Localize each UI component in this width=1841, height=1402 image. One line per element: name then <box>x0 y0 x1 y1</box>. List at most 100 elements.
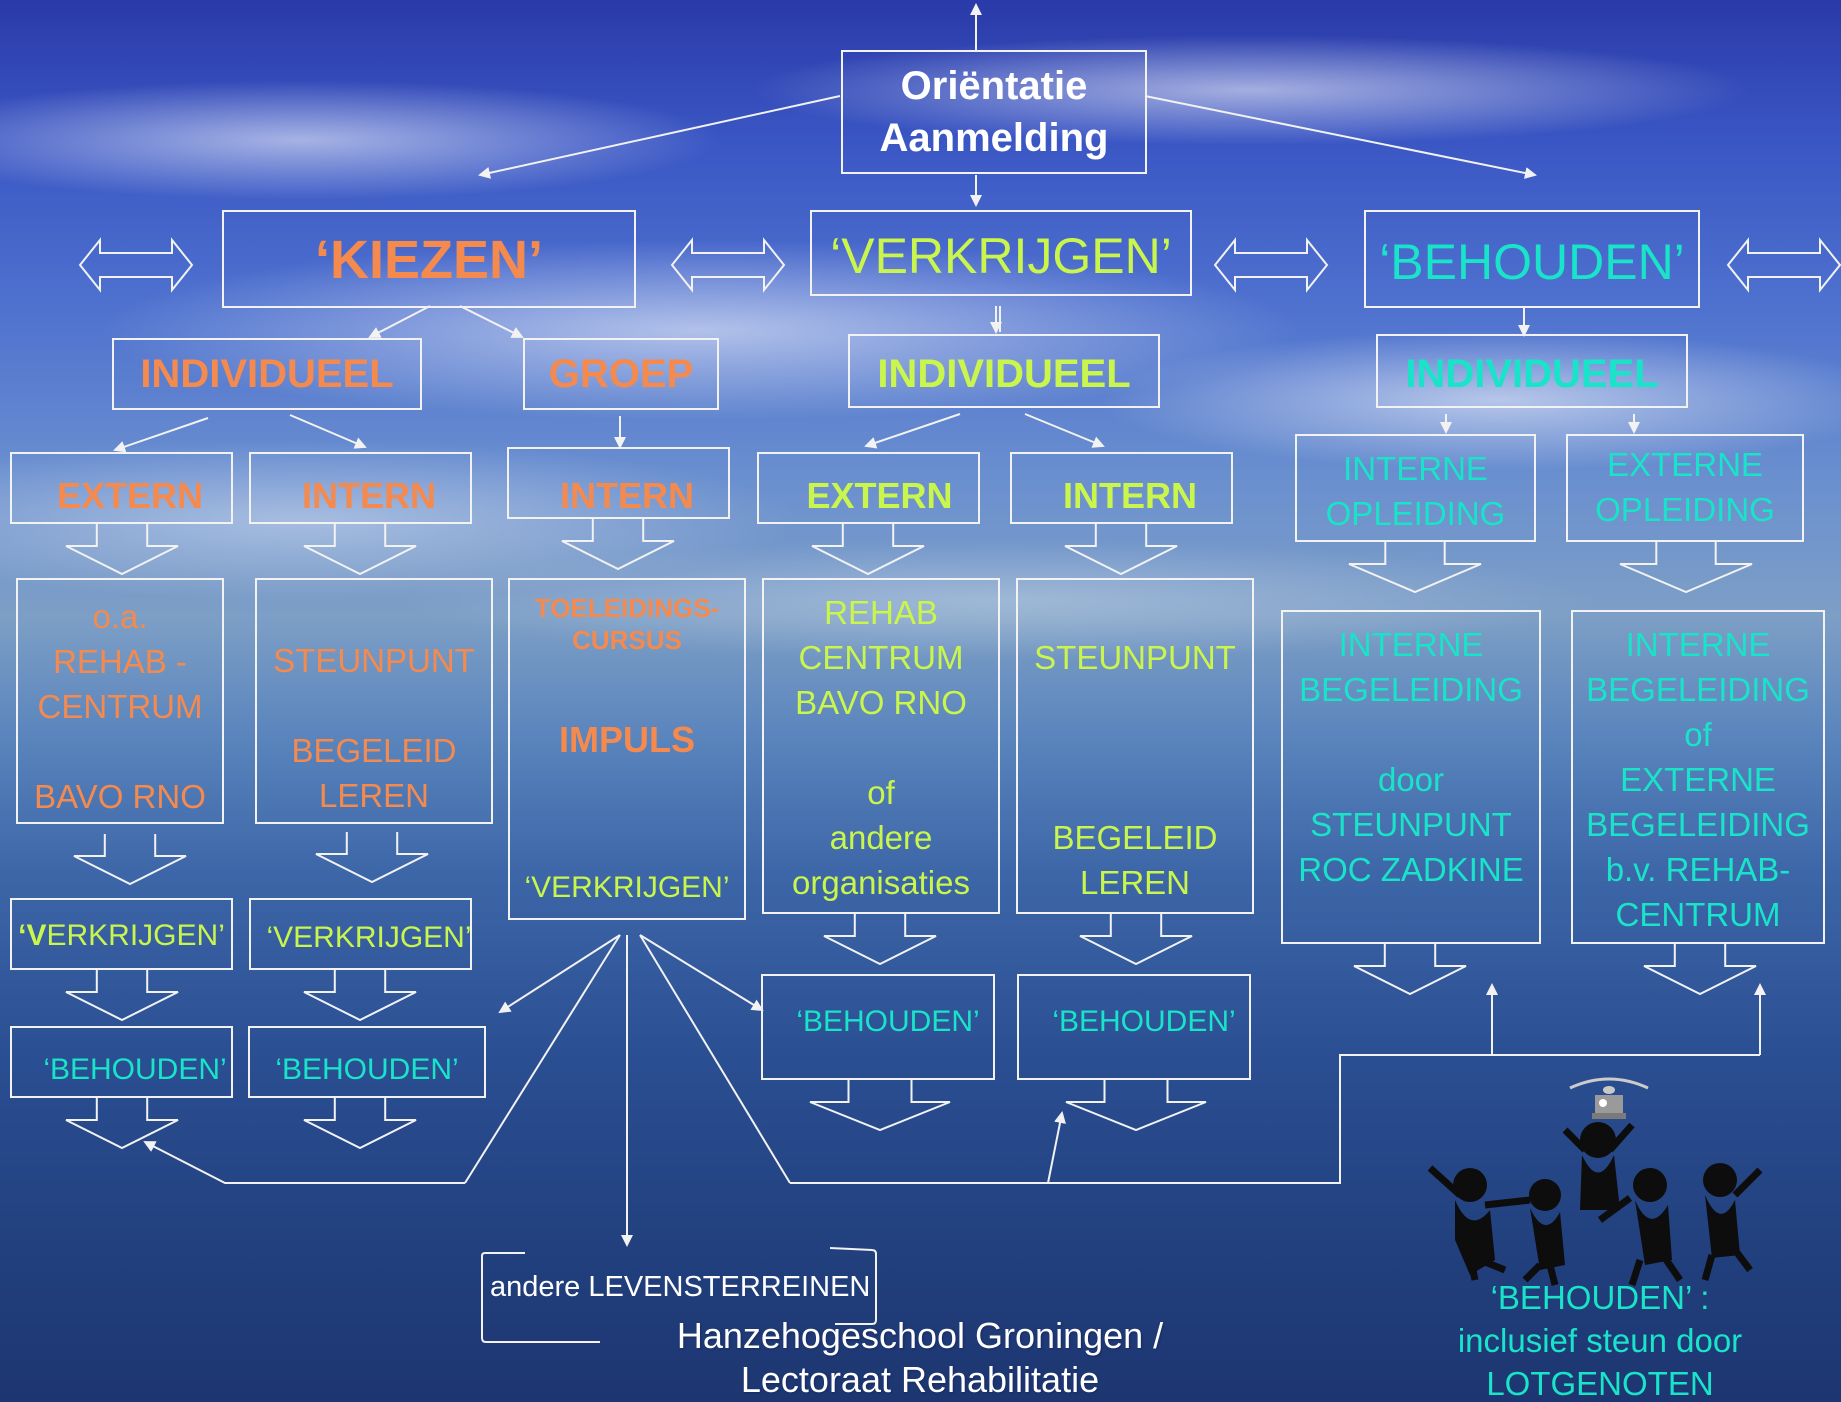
block-down-arrow <box>1079 914 1193 966</box>
line-interne: INTERNE <box>1625 626 1771 663</box>
verkrijgen-intern-label: INTERN <box>1063 475 1197 516</box>
line-roc-zadkine: ROC ZADKINE <box>1298 851 1524 888</box>
line-behouden: ‘BEHOUDEN’ : <box>1490 1279 1710 1316</box>
levensterreinen-main: LEVENSTERREINEN <box>588 1271 871 1303</box>
verkrijgen-behouden1-box <box>761 974 995 1080</box>
steunpunt-box <box>255 578 493 824</box>
rehab-centrum-text: o.a. REHAB - CENTRUM BAVO RNO <box>16 594 224 819</box>
aanmelding-label: Aanmelding <box>879 116 1109 160</box>
line-door: door <box>1377 761 1445 798</box>
verkrijgen-intern-box <box>1010 452 1233 524</box>
block-down-arrow <box>1065 1080 1207 1132</box>
line-bavo: BAVO RNO <box>34 778 206 815</box>
verkrijgen-extern-label: EXTERN <box>806 475 953 516</box>
kiezen-verkrijgen1-label: ‘VERKRIJGEN’ <box>10 918 233 954</box>
kiezen-intern-box <box>249 452 472 524</box>
line-begeleiding: BEGELEIDING <box>1299 671 1523 708</box>
rehab-centrum-box <box>16 578 224 824</box>
behouden-individueel-box <box>1376 334 1688 408</box>
line-opleiding: OPLEIDING <box>1595 491 1775 528</box>
kiezen-verkrijgen1-box <box>10 898 233 970</box>
block-down-arrow <box>73 834 187 886</box>
externe-begeleiding-text: INTERNE BEGELEIDING of EXTERNE BEGELEIDI… <box>1571 622 1825 937</box>
verkrijgen-box <box>810 210 1192 296</box>
rehab-bavo-box <box>762 578 1000 914</box>
line-lotgenoten: LOTGENOTEN <box>1486 1365 1714 1402</box>
rehab-bavo-text: REHAB CENTRUM BAVO RNO of andere organis… <box>762 590 1000 905</box>
steunpunt-text: STEUNPUNT BEGELEID LEREN <box>255 638 493 818</box>
kiezen-box <box>222 210 636 308</box>
block-down-arrow <box>561 519 675 571</box>
line-begeleiding-2: BEGELEIDING <box>1586 806 1810 843</box>
verkrijgen-behouden2-box <box>1017 974 1251 1080</box>
line-of: of <box>867 774 895 811</box>
line-rehab: REHAB <box>824 594 938 631</box>
kiezen-extern-label: EXTERN <box>56 475 204 516</box>
kiezen-behouden1-box <box>10 1026 233 1098</box>
verkrijgen1-first: ‘V <box>18 919 47 952</box>
line-steunpunt: STEUNPUNT <box>1310 806 1512 843</box>
block-down-arrow <box>65 524 179 576</box>
line-externe: EXTERNE <box>1620 761 1776 798</box>
toeleidings-line2: CURSUS <box>572 625 682 655</box>
line-opleiding: OPLEIDING <box>1325 495 1506 532</box>
verkrijgen-behouden2-label: ‘BEHOUDEN’ <box>1052 1005 1236 1038</box>
block-down-arrow <box>811 524 925 576</box>
block-down-arrow <box>809 1080 951 1132</box>
behouden-title-text: ‘BEHOUDEN’ <box>1379 234 1685 290</box>
groep-verkrijgen-label: ‘VERKRIJGEN’ <box>524 871 730 904</box>
interne-opleiding-text: INTERNE OPLEIDING <box>1295 446 1536 536</box>
line-leren: LEREN <box>318 777 430 814</box>
behouden-individueel-label: INDIVIDUEEL <box>1405 352 1659 396</box>
kiezen-behouden2-box <box>248 1026 486 1098</box>
line-bv-rehab: b.v. REHAB- <box>1605 851 1791 888</box>
steunpunt-begeleid-text: STEUNPUNT BEGELEID LEREN <box>1016 635 1254 905</box>
block-down-arrow <box>1619 542 1753 594</box>
groep-intern-box <box>507 447 730 519</box>
footer-credit: Hanzehogeschool Groningen / Lectoraat Re… <box>620 1314 1220 1402</box>
externe-opleiding-text: EXTERNE OPLEIDING <box>1566 442 1804 532</box>
line-externe: EXTERNE <box>1607 446 1763 483</box>
groep-intern-label: INTERN <box>560 475 694 516</box>
block-down-arrow <box>65 970 179 1022</box>
block-down-arrow <box>303 524 417 576</box>
line-bavo: BAVO RNO <box>795 684 967 721</box>
kiezen-verkrijgen2-box <box>249 898 472 970</box>
line-interne: INTERNE <box>1343 450 1488 487</box>
line-andere: andere <box>829 819 933 856</box>
line-rehab: REHAB - <box>53 643 187 680</box>
line-of: of <box>1684 716 1712 753</box>
line-begeleid: BEGELEID <box>1052 819 1218 856</box>
block-down-arrow <box>303 970 417 1022</box>
orientatie-label: Oriëntatie <box>900 64 1088 108</box>
block-down-arrow <box>315 832 429 884</box>
levensterreinen-prefix: andere <box>490 1271 589 1303</box>
line-begeleid: BEGELEID <box>291 732 457 769</box>
dancing-figures-icon <box>1427 1077 1763 1287</box>
interne-begeleiding-text: INTERNE BEGELEIDING door STEUNPUNT ROC Z… <box>1281 622 1541 892</box>
double-arrows <box>78 237 1841 293</box>
kiezen-individueel-box <box>112 338 422 410</box>
interne-begeleiding-box <box>1281 610 1541 944</box>
behouden-box <box>1364 210 1700 308</box>
verkrijgen1-rest: ERKRIJGEN’ <box>46 919 225 952</box>
line-centrum: CENTRUM <box>798 639 964 676</box>
orientatie-box <box>841 50 1147 174</box>
kiezen-verkrijgen2-label: ‘VERKRIJGEN’ <box>266 921 472 954</box>
verkrijgen-behouden1-label: ‘BEHOUDEN’ <box>796 1005 980 1038</box>
impuls-label: IMPULS <box>558 719 695 760</box>
interne-opleiding-box <box>1295 434 1536 542</box>
line-centrum: CENTRUM <box>1615 896 1781 933</box>
footer-line1: Hanzehogeschool Groningen / <box>676 1315 1164 1356</box>
line-steunpunt: STEUNPUNT <box>273 642 475 679</box>
block-arrows <box>70 525 156 540</box>
groep-label: GROEP <box>548 352 694 396</box>
externe-opleiding-box <box>1566 434 1804 542</box>
kiezen-extern-box <box>10 452 233 524</box>
line-steunpunt: STEUNPUNT <box>1034 639 1236 676</box>
line-begeleiding: BEGELEIDING <box>1586 671 1810 708</box>
kiezen-individueel-label: INDIVIDUEEL <box>140 352 394 396</box>
